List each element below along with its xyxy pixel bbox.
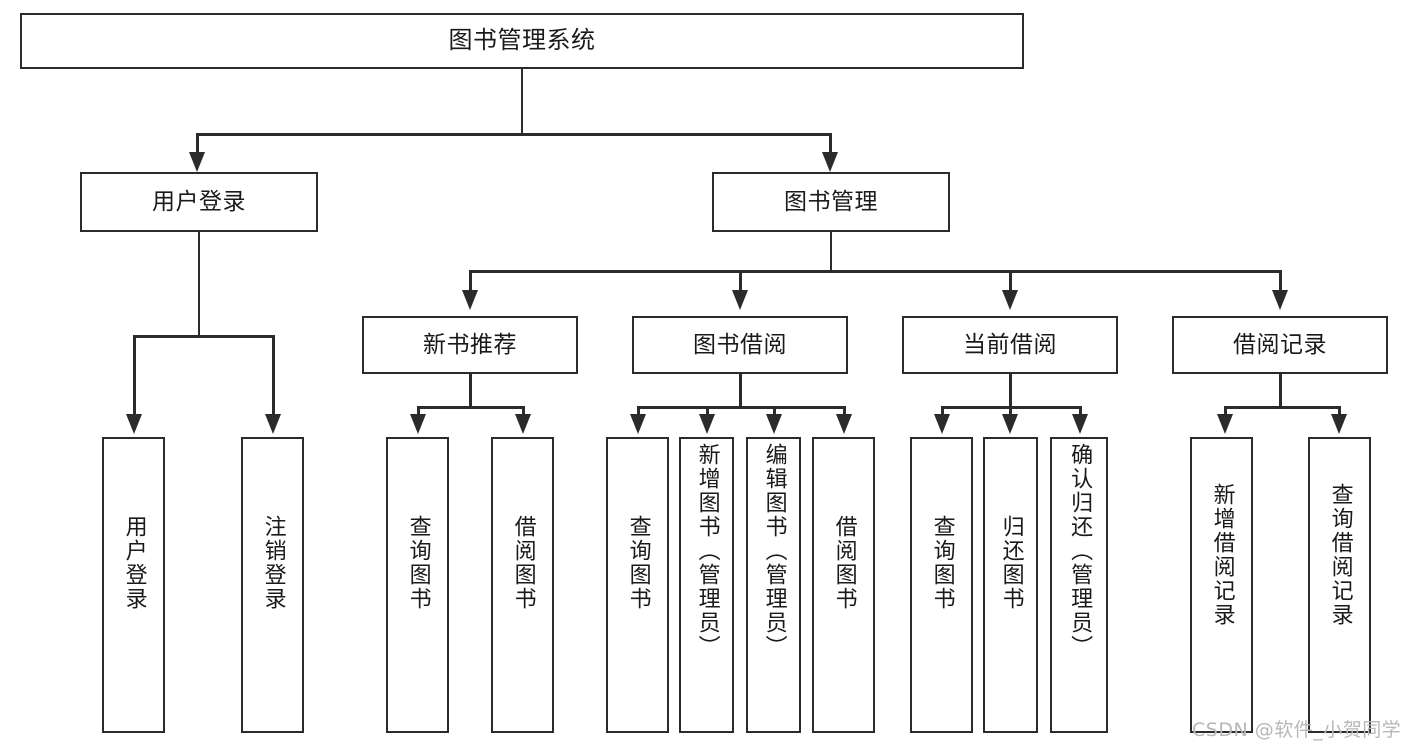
node-root-system[interactable]: 图书管理系统 [20, 13, 1024, 69]
connector-user-login-to-leaf-1 [133, 335, 136, 417]
arrowhead-book-borrow-leaf-3 [766, 414, 782, 434]
connector-book-borrow-stem [739, 374, 742, 408]
arrowhead-user-login-leaf-1 [126, 414, 142, 434]
connector-borrow-record-bus [1224, 406, 1338, 409]
node-label: 借阅记录 [1233, 331, 1327, 358]
arrowhead-current-borrow [1002, 290, 1018, 310]
connector-book-manage-to-borrow [739, 270, 742, 292]
connector-borrow-record-leaf-1 [1224, 406, 1227, 418]
node-current-borrow[interactable]: 当前借阅 [902, 316, 1118, 374]
connector-book-manage-to-current [1009, 270, 1012, 292]
node-label: 图书管理 [784, 188, 878, 215]
node-label: 图书管理系统 [448, 26, 596, 55]
leaf-query-book-borrow[interactable]: 查询图书 [606, 437, 669, 733]
arrowhead-book-borrow [732, 290, 748, 310]
leaf-query-book-recommend[interactable]: 查询图书 [386, 437, 449, 733]
arrowhead-borrow-record-leaf-2 [1331, 414, 1347, 434]
node-user-login[interactable]: 用户登录 [80, 172, 318, 232]
connector-user-login-to-leaf-2 [272, 335, 275, 417]
leaf-borrow-book[interactable]: 借阅图书 [812, 437, 875, 733]
leaf-confirm-return-admin[interactable]: 确认归还（管理员） [1050, 437, 1108, 733]
node-label: 查询图书 [625, 515, 651, 611]
node-label: 查询借阅记录 [1327, 483, 1353, 627]
node-label: 用户登录 [152, 188, 246, 215]
node-label: 新增借阅记录 [1209, 483, 1235, 627]
arrowhead-book-borrow-leaf-1 [630, 414, 646, 434]
connector-borrow-record-leaf-2 [1338, 406, 1341, 418]
watermark-csdn: CSDN @软件_小贺同学 [1192, 719, 1402, 741]
connector-user-login-bus [133, 335, 272, 338]
leaf-query-borrow-record[interactable]: 查询借阅记录 [1308, 437, 1371, 733]
connector-root-to-book-manage [829, 133, 832, 157]
node-label: 新书推荐 [423, 331, 517, 358]
connector-new-book-leaf-1 [417, 406, 420, 418]
connector-current-borrow-leaf-1 [941, 406, 944, 418]
connector-root-to-user-login [196, 133, 199, 157]
node-book-borrow[interactable]: 图书借阅 [632, 316, 848, 374]
node-new-book-recommend[interactable]: 新书推荐 [362, 316, 578, 374]
arrowhead-current-borrow-leaf-1 [934, 414, 950, 434]
leaf-add-book-admin[interactable]: 新增图书（管理员） [679, 437, 734, 733]
node-label: 借阅图书 [510, 515, 536, 611]
leaf-query-book-current[interactable]: 查询图书 [910, 437, 973, 733]
node-label: 借阅图书 [831, 515, 857, 611]
arrowhead-borrow-record [1272, 290, 1288, 310]
connector-book-borrow-leaf-1 [637, 406, 640, 418]
arrowhead-root-to-user-login [189, 152, 205, 172]
connector-root-bus [196, 133, 832, 136]
connector-user-login-stem [197, 232, 200, 337]
arrowhead-user-login-leaf-2 [265, 414, 281, 434]
arrowhead-new-book-recommend [462, 290, 478, 310]
connector-book-borrow-leaf-3 [773, 406, 776, 418]
node-label: 用户登录 [121, 515, 147, 611]
connector-book-borrow-bus [637, 406, 845, 409]
leaf-borrow-book-recommend[interactable]: 借阅图书 [491, 437, 554, 733]
node-label: 编辑图书（管理员） [761, 443, 787, 659]
arrowhead-new-book-leaf-1 [410, 414, 426, 434]
arrowhead-borrow-record-leaf-1 [1217, 414, 1233, 434]
arrowhead-root-to-book-manage [822, 152, 838, 172]
arrowhead-current-borrow-leaf-3 [1072, 414, 1088, 434]
arrowhead-book-borrow-leaf-4 [836, 414, 852, 434]
connector-book-borrow-leaf-4 [843, 406, 846, 418]
leaf-edit-book-admin[interactable]: 编辑图书（管理员） [746, 437, 801, 733]
node-label: 注销登录 [260, 515, 286, 611]
connector-borrow-record-stem [1279, 374, 1282, 408]
node-label: 确认归还（管理员） [1067, 443, 1093, 659]
connector-book-manage-to-new-book [469, 270, 472, 292]
node-book-management[interactable]: 图书管理 [712, 172, 950, 232]
node-label: 查询图书 [929, 515, 955, 611]
arrowhead-current-borrow-leaf-2 [1002, 414, 1018, 434]
leaf-logout[interactable]: 注销登录 [241, 437, 304, 733]
leaf-add-borrow-record[interactable]: 新增借阅记录 [1190, 437, 1253, 733]
connector-new-book-stem [469, 374, 472, 408]
connector-new-book-leaf-2 [522, 406, 525, 418]
connector-book-manage-bus [469, 270, 1280, 273]
leaf-return-book[interactable]: 归还图书 [983, 437, 1038, 733]
leaf-user-login[interactable]: 用户登录 [102, 437, 165, 733]
connector-book-manage-stem [829, 232, 832, 272]
node-label: 归还图书 [998, 515, 1024, 611]
connector-book-borrow-leaf-2 [706, 406, 709, 418]
arrowhead-book-borrow-leaf-2 [699, 414, 715, 434]
connector-root-stem [520, 69, 523, 133]
node-label: 图书借阅 [693, 331, 787, 358]
connector-new-book-bus [417, 406, 522, 409]
node-label: 查询图书 [405, 515, 431, 611]
node-label: 当前借阅 [963, 331, 1057, 358]
node-label: 新增图书（管理员） [694, 443, 720, 659]
arrowhead-new-book-leaf-2 [515, 414, 531, 434]
connector-current-borrow-leaf-2 [1009, 406, 1012, 418]
connector-current-borrow-leaf-3 [1079, 406, 1082, 418]
node-borrow-record[interactable]: 借阅记录 [1172, 316, 1388, 374]
connector-current-borrow-stem [1009, 374, 1012, 408]
connector-book-manage-to-record [1279, 270, 1282, 292]
